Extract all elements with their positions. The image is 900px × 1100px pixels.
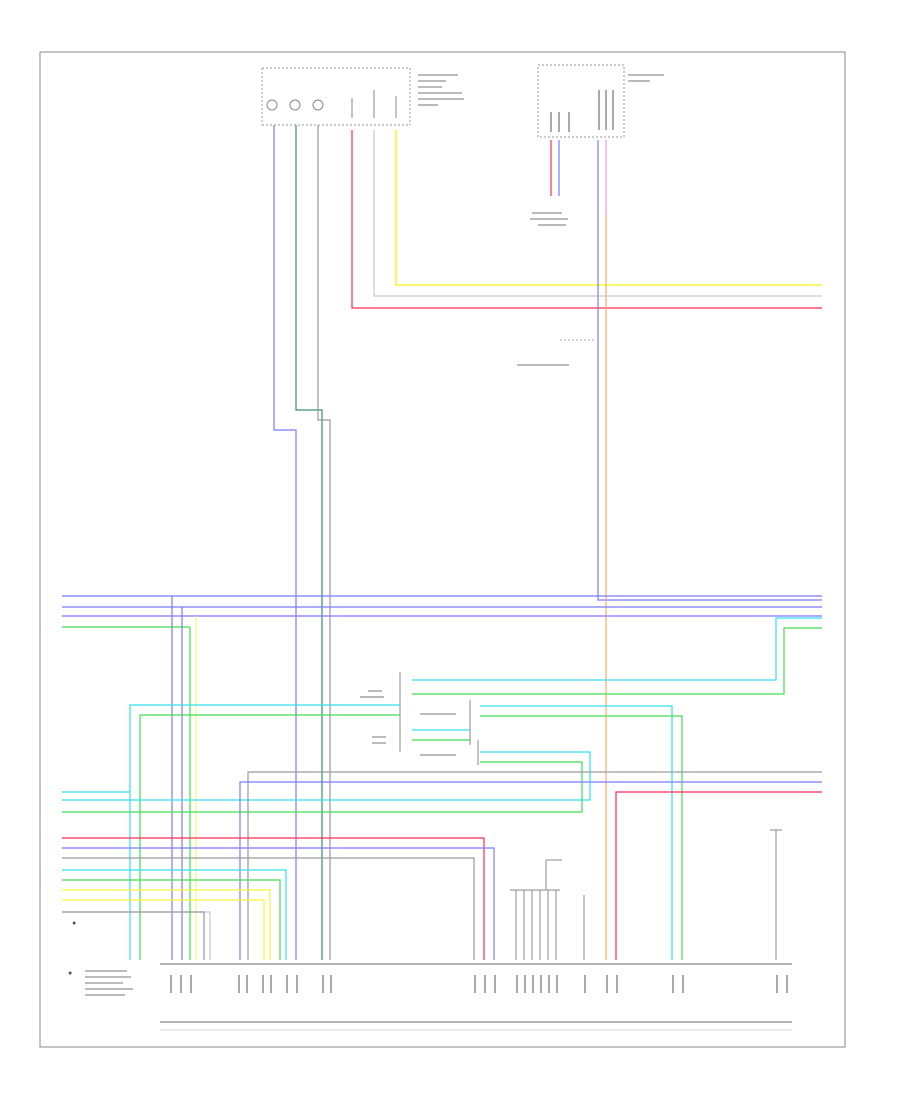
svg-text:●: ● [68, 970, 72, 977]
bottom-right-cluster [510, 829, 782, 960]
bus-lines-lower-left [62, 837, 495, 960]
connector-pins [170, 975, 788, 993]
diagram-frame [39, 51, 846, 1048]
main-unit-bar: ● ● [68, 920, 792, 1023]
bus-lines-lower-right [62, 771, 822, 960]
wire-teal [295, 125, 323, 960]
bus-lines-mid [62, 595, 822, 960]
wire-blue-left [273, 125, 297, 960]
mid-switch-block [62, 672, 683, 960]
wire-lightgray-top [373, 130, 822, 297]
top-right-component [530, 64, 664, 226]
wire-yellow-top [395, 130, 822, 286]
svg-text:●: ● [72, 920, 76, 927]
wire-red-top [351, 130, 822, 309]
wire-gray [317, 125, 331, 960]
wire-blue-right-component [558, 140, 822, 601]
top-left-component [261, 67, 464, 126]
